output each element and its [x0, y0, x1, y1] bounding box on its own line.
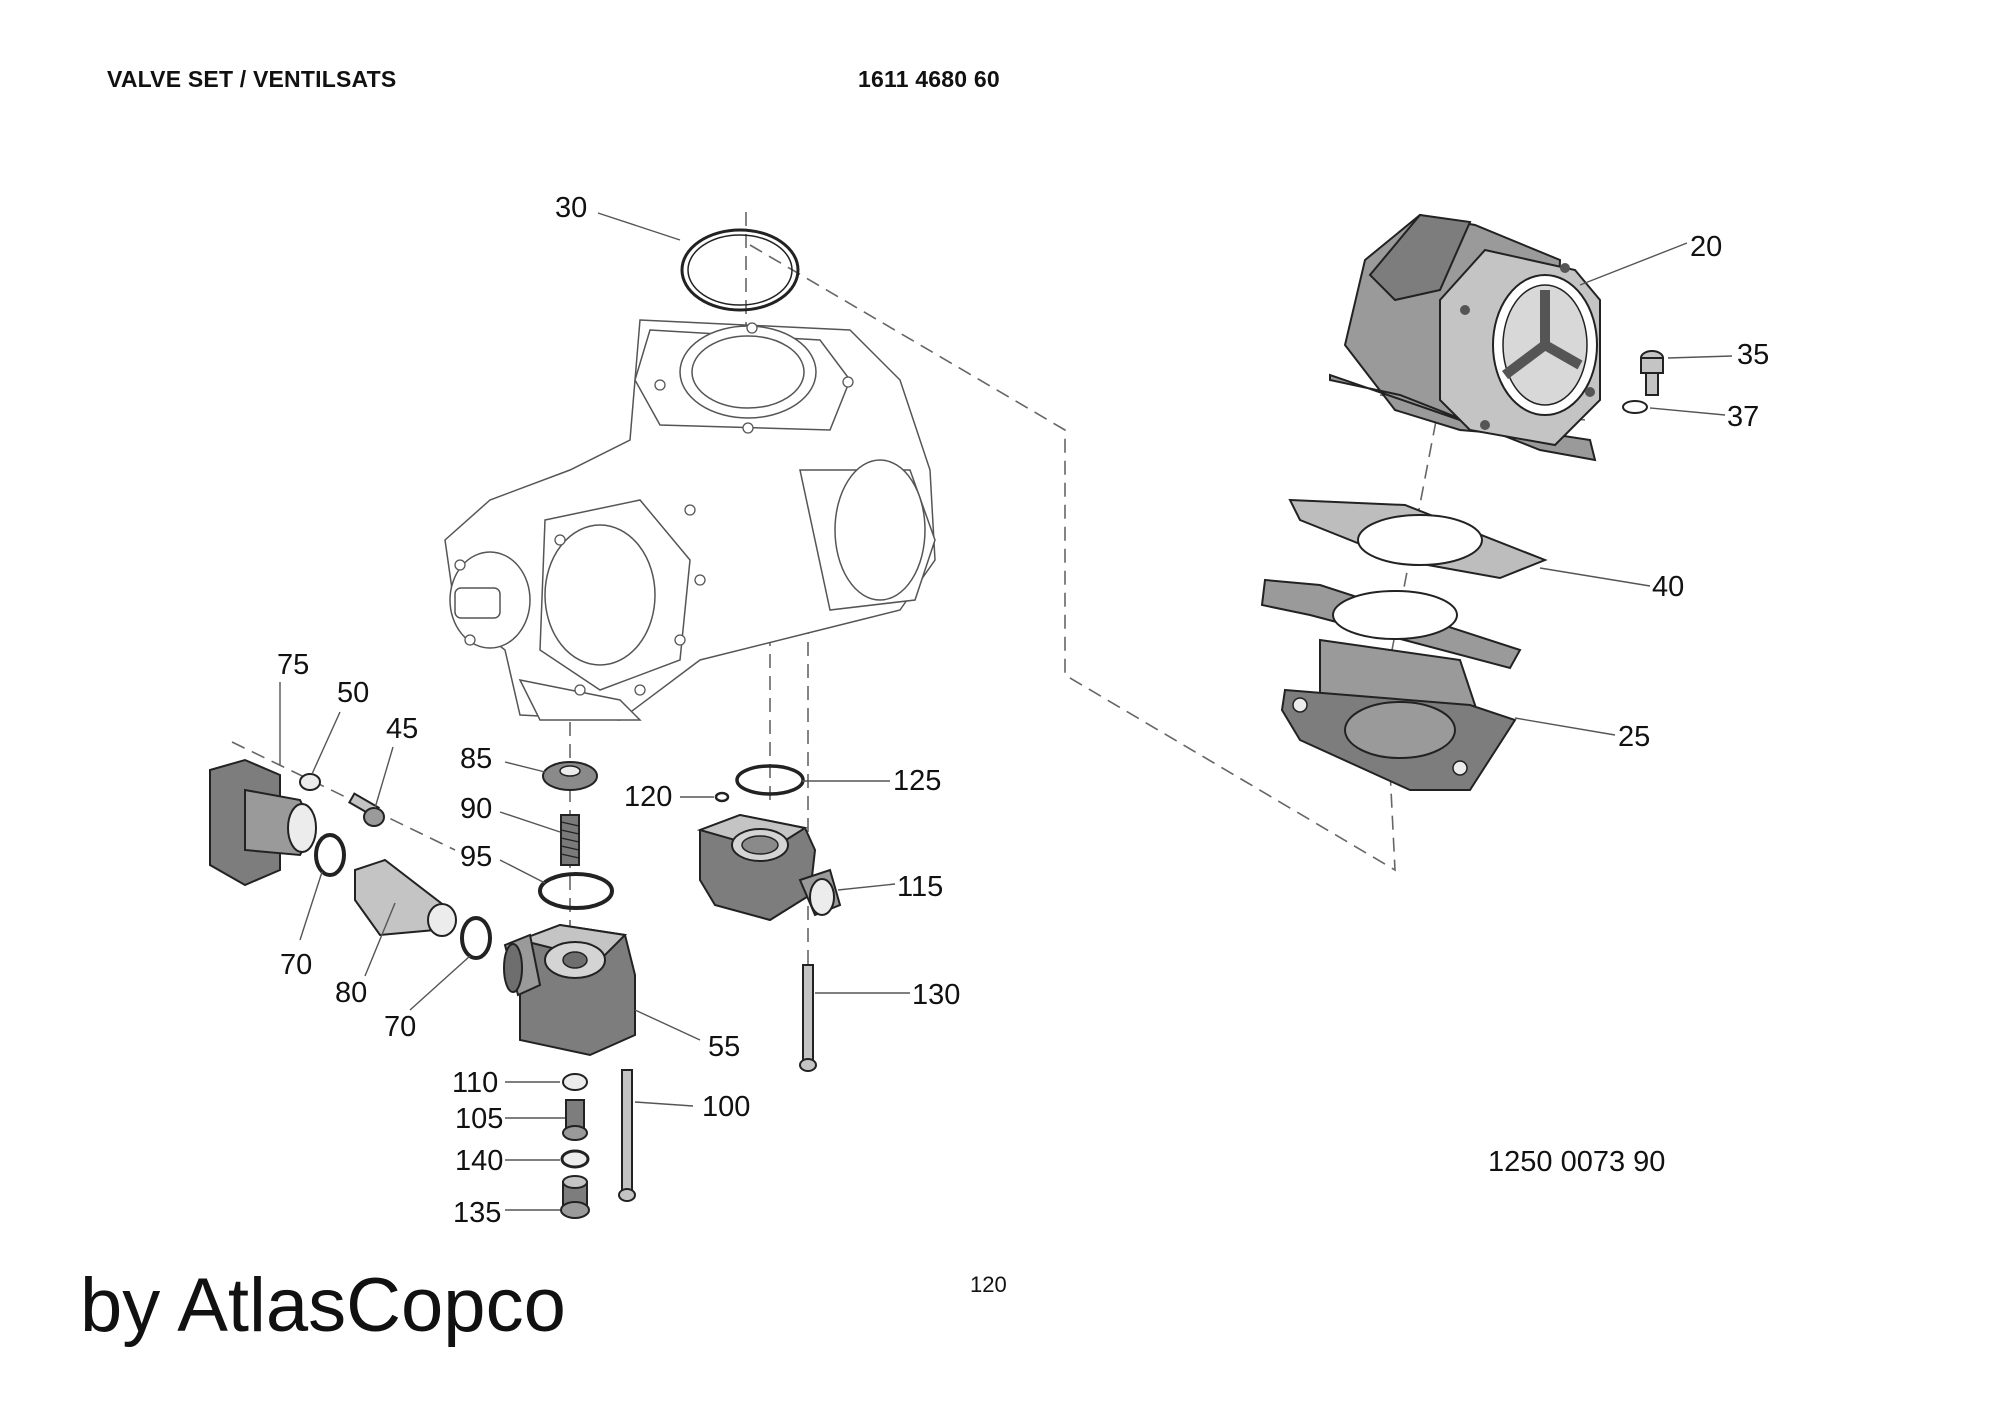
part-80-sleeve [354, 858, 457, 937]
page-number: 120 [970, 1272, 1007, 1297]
callout-35: 35 [1737, 339, 1769, 371]
callout-100: 100 [702, 1091, 750, 1123]
page-title: VALVE SET / VENTILSATS [107, 66, 397, 92]
part-115-valve-body [696, 813, 842, 922]
part-70-ring-left [314, 833, 346, 877]
callout-95: 95 [460, 841, 492, 873]
callout-130: 130 [912, 979, 960, 1011]
part-55-valve-housing [503, 923, 636, 1057]
part-20-elbow-housing [1329, 213, 1601, 462]
part-125-o-ring [735, 764, 805, 796]
callout-50: 50 [337, 677, 369, 709]
part-95-o-ring [538, 872, 614, 910]
callout-75: 75 [277, 649, 309, 681]
part-35-screw [1640, 350, 1664, 396]
part-37-washer [1622, 400, 1648, 414]
callout-labels: 30 20 35 37 40 25 75 50 45 85 90 95 120 … [277, 192, 1769, 1229]
callout-20: 20 [1690, 231, 1722, 263]
callout-135: 135 [453, 1197, 501, 1229]
part-number: 1611 4680 60 [858, 66, 1000, 92]
callout-90: 90 [460, 793, 492, 825]
callout-85: 85 [460, 743, 492, 775]
part-120-o-ring [714, 791, 730, 803]
callout-105: 105 [455, 1103, 503, 1135]
part-100-bolt [618, 1069, 636, 1202]
callout-115: 115 [897, 871, 943, 903]
brand-watermark: by AtlasCopco [80, 1263, 566, 1348]
part-70-ring-right [460, 916, 492, 960]
leader-lines [279, 212, 1733, 1211]
part-50-washer [299, 773, 321, 791]
part-140-seal-ring [560, 1149, 590, 1169]
part-135-plug [560, 1175, 590, 1219]
callout-125: 125 [893, 765, 941, 797]
compressor-block [444, 319, 936, 721]
part-40-gasket [1288, 498, 1548, 580]
part-130-bolt [799, 964, 817, 1072]
callout-45: 45 [386, 713, 418, 745]
part-25-adapter [1260, 578, 1522, 791]
drawing-number: 1250 0073 90 [1488, 1146, 1666, 1178]
part-30-o-ring [680, 228, 800, 312]
callout-30: 30 [555, 192, 587, 224]
part-45-screw [348, 792, 385, 827]
callout-140: 140 [455, 1145, 503, 1177]
callout-110: 110 [452, 1067, 498, 1099]
part-90-spring [560, 814, 580, 866]
callout-80: 80 [335, 977, 367, 1009]
part-105-plug [562, 1099, 588, 1141]
part-85-valve-plate [542, 761, 598, 791]
callout-37: 37 [1727, 401, 1759, 433]
callout-55: 55 [708, 1031, 740, 1063]
part-75-flange-housing [209, 758, 317, 887]
callout-40: 40 [1652, 571, 1684, 603]
callout-120: 120 [624, 781, 672, 813]
callout-70-right: 70 [384, 1011, 416, 1043]
callout-70-left: 70 [280, 949, 312, 981]
callout-25: 25 [1618, 721, 1650, 753]
part-110-washer [562, 1073, 588, 1091]
